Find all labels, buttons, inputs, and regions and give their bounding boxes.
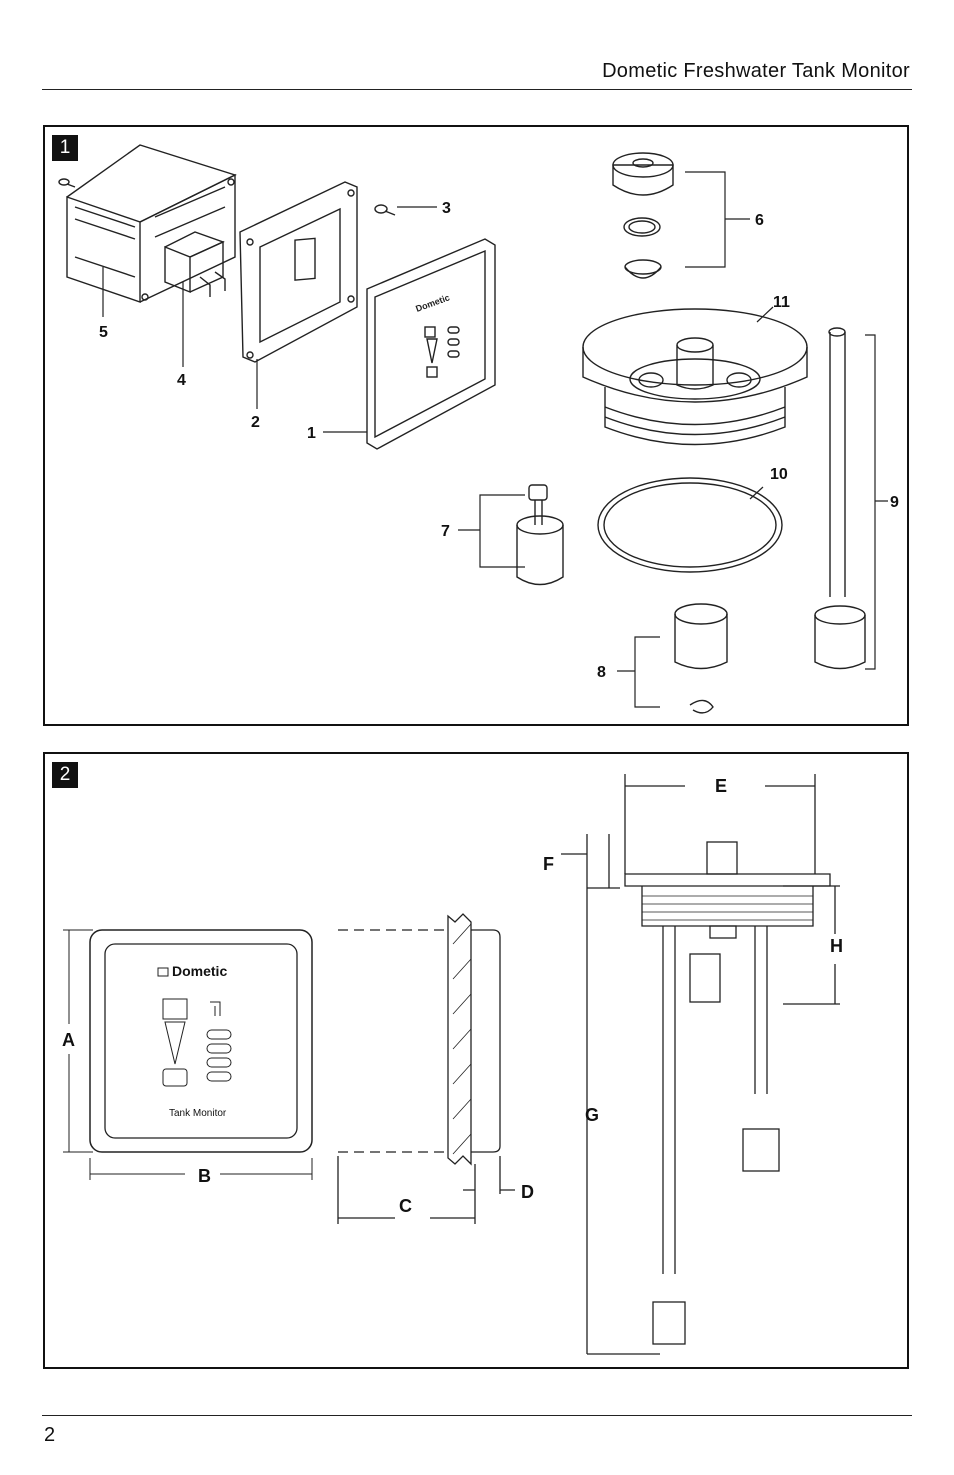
callout-4: 4 xyxy=(177,372,186,389)
screw-small xyxy=(58,178,76,188)
figure-1-drawing: Dometic xyxy=(58,144,899,714)
tank-flange xyxy=(582,308,808,446)
panel-side-view xyxy=(337,913,515,1224)
callout-5: 5 xyxy=(99,324,108,341)
footer-rule xyxy=(42,1415,912,1416)
o-ring xyxy=(597,477,783,573)
panel-brand: Dometic xyxy=(172,963,227,979)
figure-1-number: 1 xyxy=(52,135,78,161)
callout-1: 1 xyxy=(307,425,316,442)
dims-ab xyxy=(63,929,313,1180)
callout-3: 3 xyxy=(442,200,451,217)
figure-2-drawing: Dometic Tank Monitor xyxy=(62,774,843,1355)
panel-front-view: Dometic Tank Monitor xyxy=(89,929,313,1153)
float-assembly-short xyxy=(516,484,564,586)
figure-2-number: 2 xyxy=(52,762,78,788)
figure-2: 2 Dometic Tank Monitor xyxy=(43,752,909,1369)
callout-9: 9 xyxy=(890,494,899,511)
figure-1: 1 xyxy=(43,125,909,726)
electrical-box xyxy=(66,144,237,303)
tank-fitting-side xyxy=(561,774,840,1355)
dim-f-label: F xyxy=(543,854,554,874)
page-number: 2 xyxy=(44,1424,56,1446)
mounting-bracket xyxy=(239,181,358,363)
fig1-leaders xyxy=(102,171,888,708)
dim-d-label: D xyxy=(521,1182,534,1202)
dim-g-label: G xyxy=(585,1105,599,1125)
header-rule xyxy=(42,89,912,90)
relay-connector xyxy=(164,231,226,297)
svg-text:Dometic: Dometic xyxy=(414,292,451,314)
callout-10: 10 xyxy=(770,466,788,483)
page-header-title: Dometic Freshwater Tank Monitor xyxy=(602,60,910,82)
dim-b-label: B xyxy=(198,1166,211,1186)
fitting-nut-set xyxy=(612,152,674,279)
monitor-panel: Dometic xyxy=(366,238,496,450)
callout-7: 7 xyxy=(441,523,450,540)
callout-2: 2 xyxy=(251,414,260,431)
callout-6: 6 xyxy=(755,212,764,229)
float-and-clip xyxy=(674,603,728,714)
callout-11: 11 xyxy=(773,294,790,311)
dim-e-label: E xyxy=(715,776,727,796)
long-probe xyxy=(814,327,866,670)
dim-a-label: A xyxy=(62,1030,75,1050)
dim-c-label: C xyxy=(399,1196,412,1216)
callout-8: 8 xyxy=(597,664,606,681)
panel-caption: Tank Monitor xyxy=(169,1108,227,1119)
screw xyxy=(374,204,396,216)
dim-h-label: H xyxy=(830,936,843,956)
